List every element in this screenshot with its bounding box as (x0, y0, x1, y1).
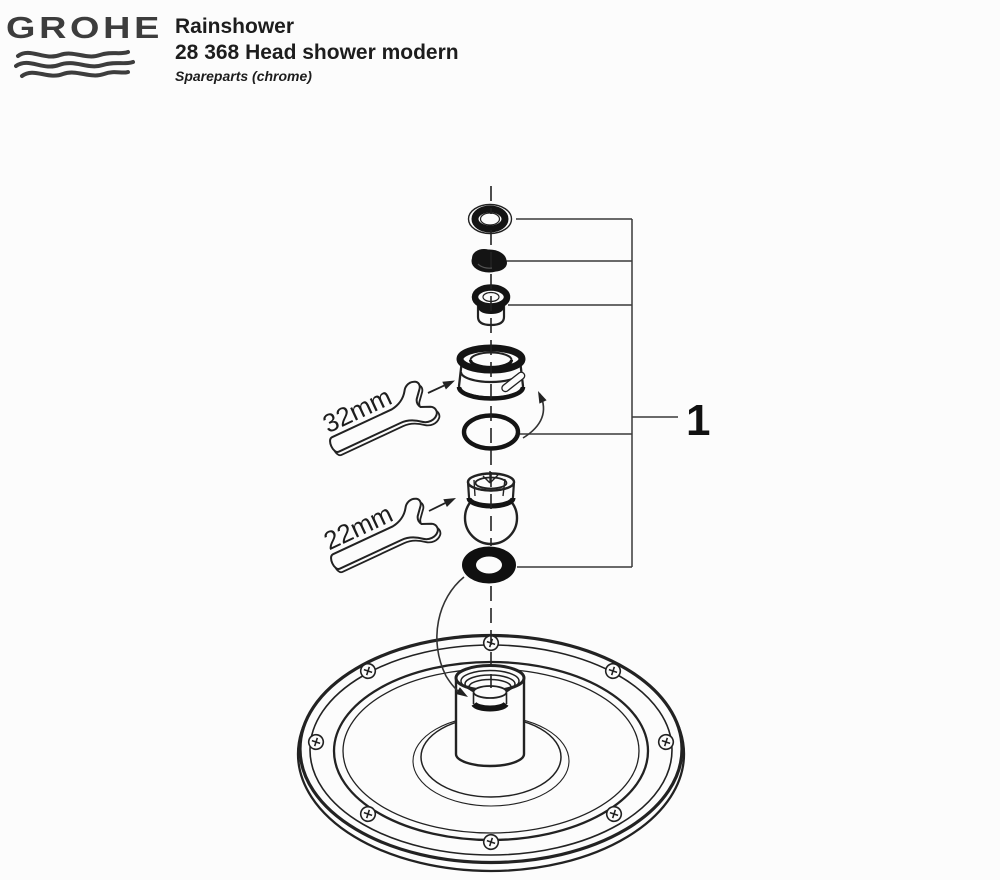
wave-line (20, 70, 130, 78)
highlight-slash (501, 371, 526, 393)
connector-cylinder (454, 664, 526, 768)
bore-opening (472, 685, 508, 699)
wrench-32-arrow-icon (427, 380, 455, 394)
gasket-ring (462, 546, 516, 584)
bore-shadow (471, 701, 509, 712)
screw-icon (482, 833, 500, 851)
brand-name: GROHE (6, 10, 163, 45)
wrench-body (329, 380, 438, 453)
wrench-body (330, 497, 439, 570)
product-title: 28 368 Head shower modern (175, 41, 459, 64)
o-ring-insertion-arrow-icon (522, 391, 547, 439)
gasket-insertion-arrow-icon (436, 576, 468, 697)
screw-icon (604, 662, 622, 680)
part-number-label: 1 (686, 396, 710, 445)
wave-line (14, 60, 135, 69)
grohe-waves-icon (14, 50, 135, 78)
rim-screws (307, 634, 675, 851)
wrench-22-arrow-icon (428, 498, 456, 512)
screw-icon (657, 733, 675, 751)
seal-washer (471, 249, 507, 273)
wave-line (16, 50, 130, 59)
wrench-22mm-icon: 22mm (319, 497, 442, 574)
trim-ring (467, 203, 513, 235)
subtitle: Spareparts (chrome) (175, 68, 312, 84)
screw-icon (307, 733, 325, 751)
screw-icon (605, 805, 623, 823)
wrench-32mm-icon: 32mm (318, 380, 441, 457)
product-line: Rainshower (175, 15, 295, 38)
callout-bracket (505, 218, 678, 568)
screw-icon (359, 662, 377, 680)
union-collar-nut-32 (456, 344, 526, 401)
screw-icon (359, 805, 377, 823)
